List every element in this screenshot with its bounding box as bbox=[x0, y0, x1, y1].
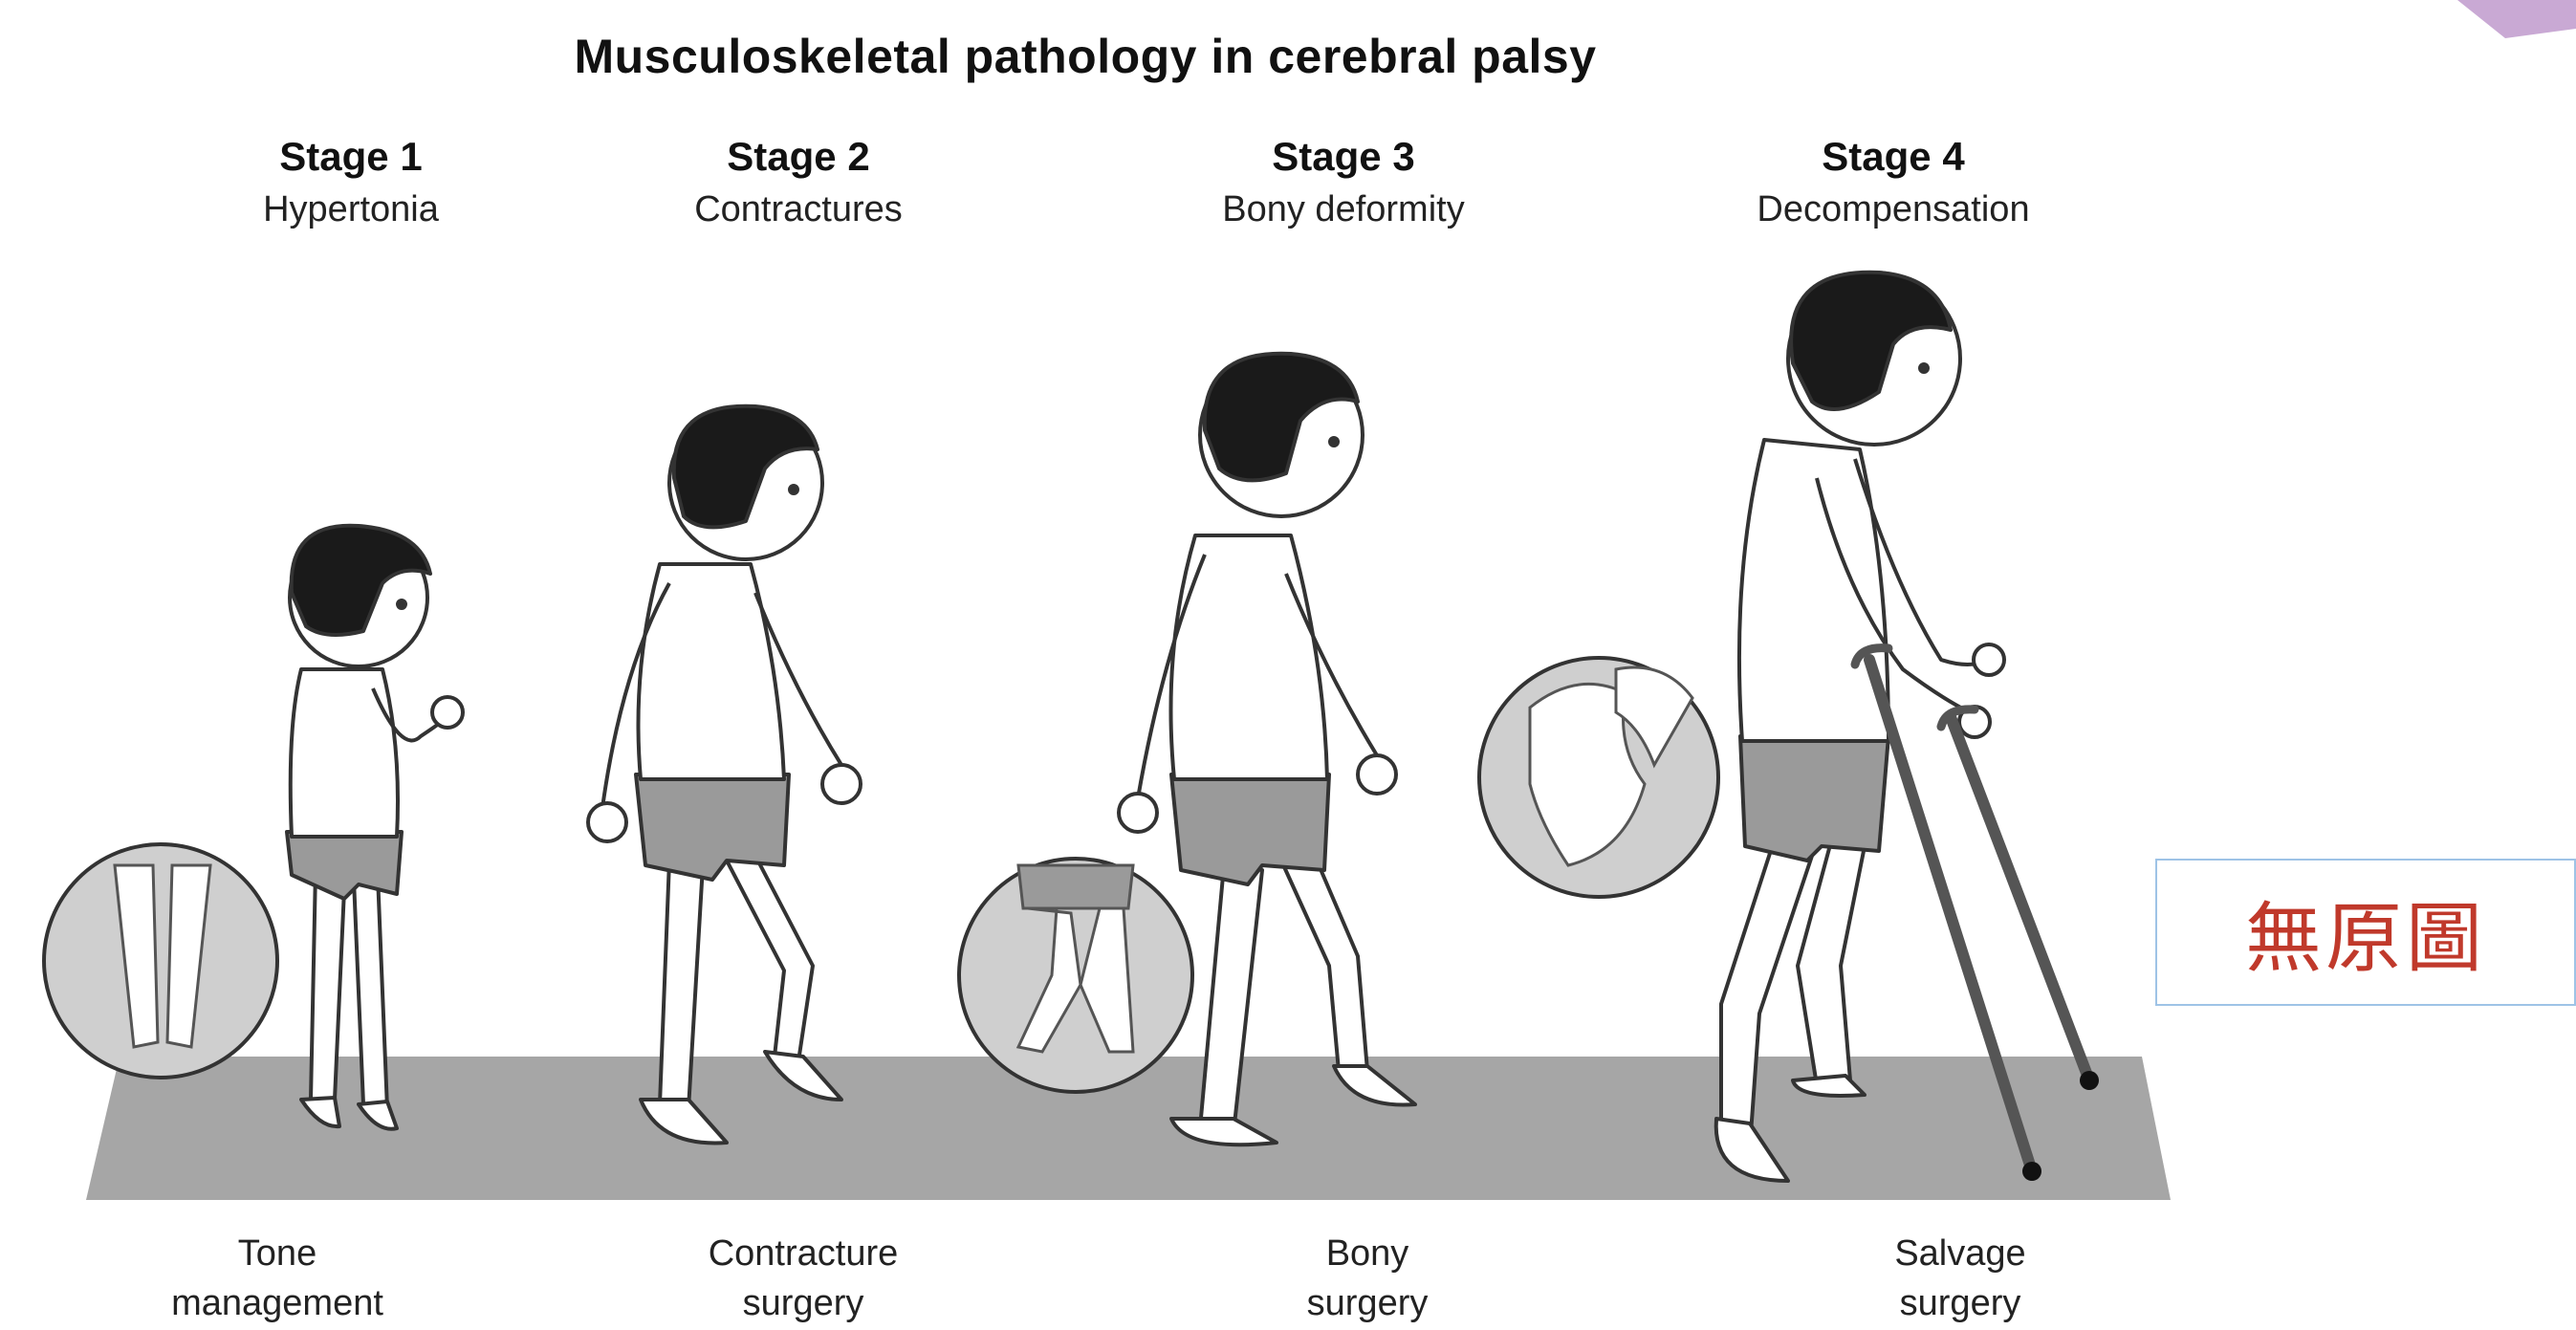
stage-4-treatment: Salvage surgery bbox=[1692, 1229, 2228, 1328]
stage-1-treatment-line-2: management bbox=[10, 1278, 545, 1328]
stage-4-treatment-line-1: Salvage bbox=[1692, 1229, 2228, 1278]
child-figure-stage-4 bbox=[1716, 273, 2004, 1181]
stage-2-treatment: Contracture surgery bbox=[535, 1229, 1071, 1328]
stage-2-treatment-line-2: surgery bbox=[535, 1278, 1071, 1328]
inset-stage-4-hip bbox=[1479, 658, 1718, 897]
child-figure-stage-1 bbox=[287, 526, 463, 1129]
inset-stage-1-legs bbox=[44, 844, 277, 1078]
stage-3-treatment-line-2: surgery bbox=[1100, 1278, 1635, 1328]
inset-stage-3-knees bbox=[959, 859, 1192, 1092]
corner-decoration-icon bbox=[2448, 0, 2576, 38]
overlay-note-box: 無原圖 bbox=[2155, 859, 2576, 1006]
child-figure-stage-2 bbox=[588, 406, 861, 1144]
stage-3-treatment-line-1: Bony bbox=[1100, 1229, 1635, 1278]
stage-3-treatment: Bony surgery bbox=[1100, 1229, 1635, 1328]
stage-1-treatment-line-1: Tone bbox=[10, 1229, 545, 1278]
stage-4-treatment-line-2: surgery bbox=[1692, 1278, 2228, 1328]
stage-2-treatment-line-1: Contracture bbox=[535, 1229, 1071, 1278]
stage-1-treatment: Tone management bbox=[10, 1229, 545, 1328]
overlay-note-text: 無原圖 bbox=[2245, 877, 2486, 988]
